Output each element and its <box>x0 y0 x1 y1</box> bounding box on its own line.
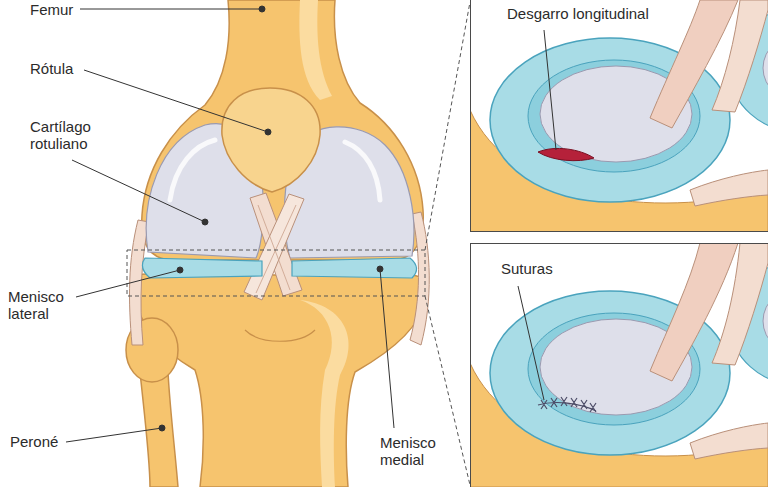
part-label: Peroné <box>10 433 58 450</box>
part-label: Cartílago rotuliano <box>30 118 112 152</box>
part-label: Rótula <box>30 60 73 77</box>
meniscus-tear <box>538 148 594 160</box>
ligament <box>690 423 768 459</box>
leader-dot <box>159 425 165 431</box>
part-label: Femur <box>30 1 73 18</box>
leader-line <box>84 70 268 132</box>
leader-dot <box>177 267 183 273</box>
leader-line <box>80 9 262 10</box>
cruciate-ligament <box>244 194 304 300</box>
leader-line <box>76 270 180 297</box>
zoom-line <box>425 296 470 485</box>
leader-line <box>66 428 162 442</box>
leader-dot <box>259 6 265 12</box>
cartilage-shine <box>345 142 380 200</box>
leader-line <box>380 269 394 428</box>
inset-panel: Suturas <box>470 243 768 487</box>
tibia-highlight <box>300 300 349 487</box>
ligament-fibres <box>256 205 296 293</box>
ligament <box>712 243 768 365</box>
leader-dot <box>265 129 271 135</box>
leader-line <box>518 286 544 400</box>
inset-sutures <box>470 243 768 487</box>
femur-highlight <box>299 0 332 100</box>
cartilage-shine <box>170 140 215 200</box>
patella-bone <box>222 88 320 192</box>
ligament <box>690 170 768 206</box>
tibial-tuberosity <box>245 330 315 341</box>
ligament <box>712 0 768 112</box>
knee-front-view <box>126 0 470 487</box>
panel-label: Desgarro longitudinal <box>505 5 651 22</box>
inset-panel: Desgarro longitudinal <box>470 0 768 232</box>
fibula-shaft <box>140 372 178 487</box>
lateral-cartilage-edge <box>763 285 768 357</box>
leader-dot <box>202 219 208 225</box>
leader-line <box>72 160 205 222</box>
lateral-cartilage-edge <box>763 32 768 104</box>
suture-stitches <box>541 397 596 412</box>
leader-dot <box>377 266 383 272</box>
suture-line <box>538 403 596 411</box>
leader-lines <box>66 6 394 442</box>
leader-line <box>544 30 556 150</box>
part-label: Menisco lateral <box>8 288 80 322</box>
panel-label: Suturas <box>499 260 555 277</box>
inset-tear <box>470 0 768 232</box>
part-label: Menisco medial <box>380 434 452 468</box>
medial-meniscus <box>292 258 417 278</box>
zoom-line <box>425 2 470 250</box>
